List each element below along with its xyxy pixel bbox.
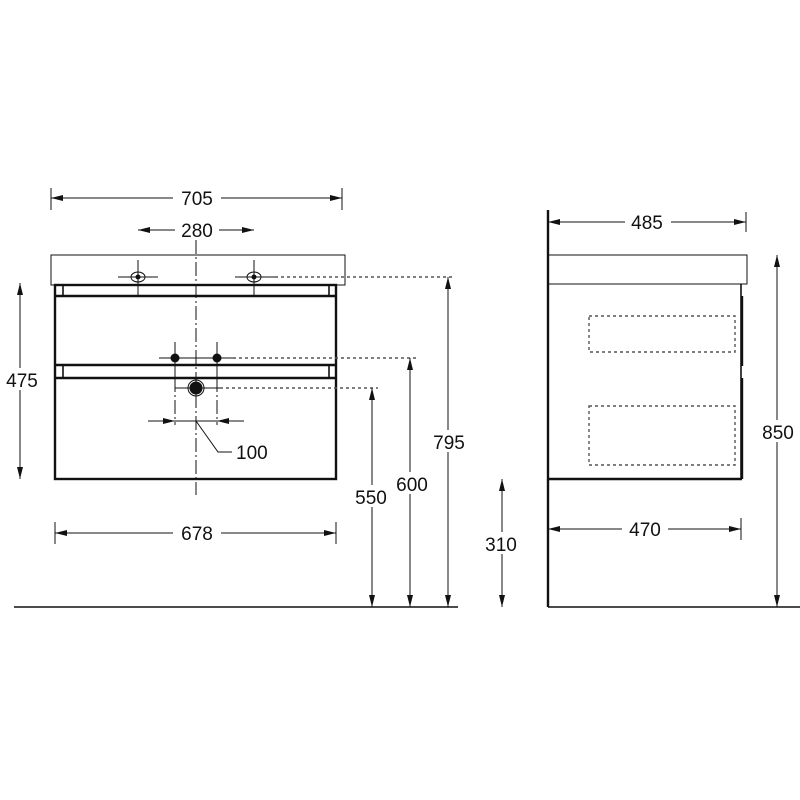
drain-outlet	[175, 379, 220, 397]
tap-height-label: 795	[433, 433, 465, 454]
cabinet-height-label: 475	[6, 371, 38, 392]
drain-spacing-label: 100	[236, 443, 268, 464]
front-view: 100 705 280 678 475 795 600 550	[2, 186, 470, 608]
floor-clearance-dimension: 310	[480, 479, 524, 607]
side-view: 485 470 850	[546, 210, 800, 608]
tap-hole-left	[118, 260, 158, 295]
overall-width-label: 705	[181, 189, 213, 210]
floor-clearance-label: 310	[485, 535, 517, 556]
bottom-drawer-hidden	[588, 405, 736, 466]
countertop-side	[547, 254, 748, 285]
tap-spacing-label: 280	[181, 221, 213, 242]
overall-height-label: 850	[762, 423, 794, 444]
water-inlets	[159, 342, 233, 425]
countertop-front	[50, 254, 346, 286]
top-depth-label: 485	[631, 213, 663, 234]
tap-hole-right	[235, 260, 275, 295]
cabinet-depth-label: 470	[629, 520, 661, 541]
top-drawer-hidden	[588, 315, 736, 353]
water-inlet-height-label: 600	[396, 475, 428, 496]
cabinet-width-label: 678	[181, 524, 213, 545]
drain-height-label: 550	[355, 488, 387, 509]
